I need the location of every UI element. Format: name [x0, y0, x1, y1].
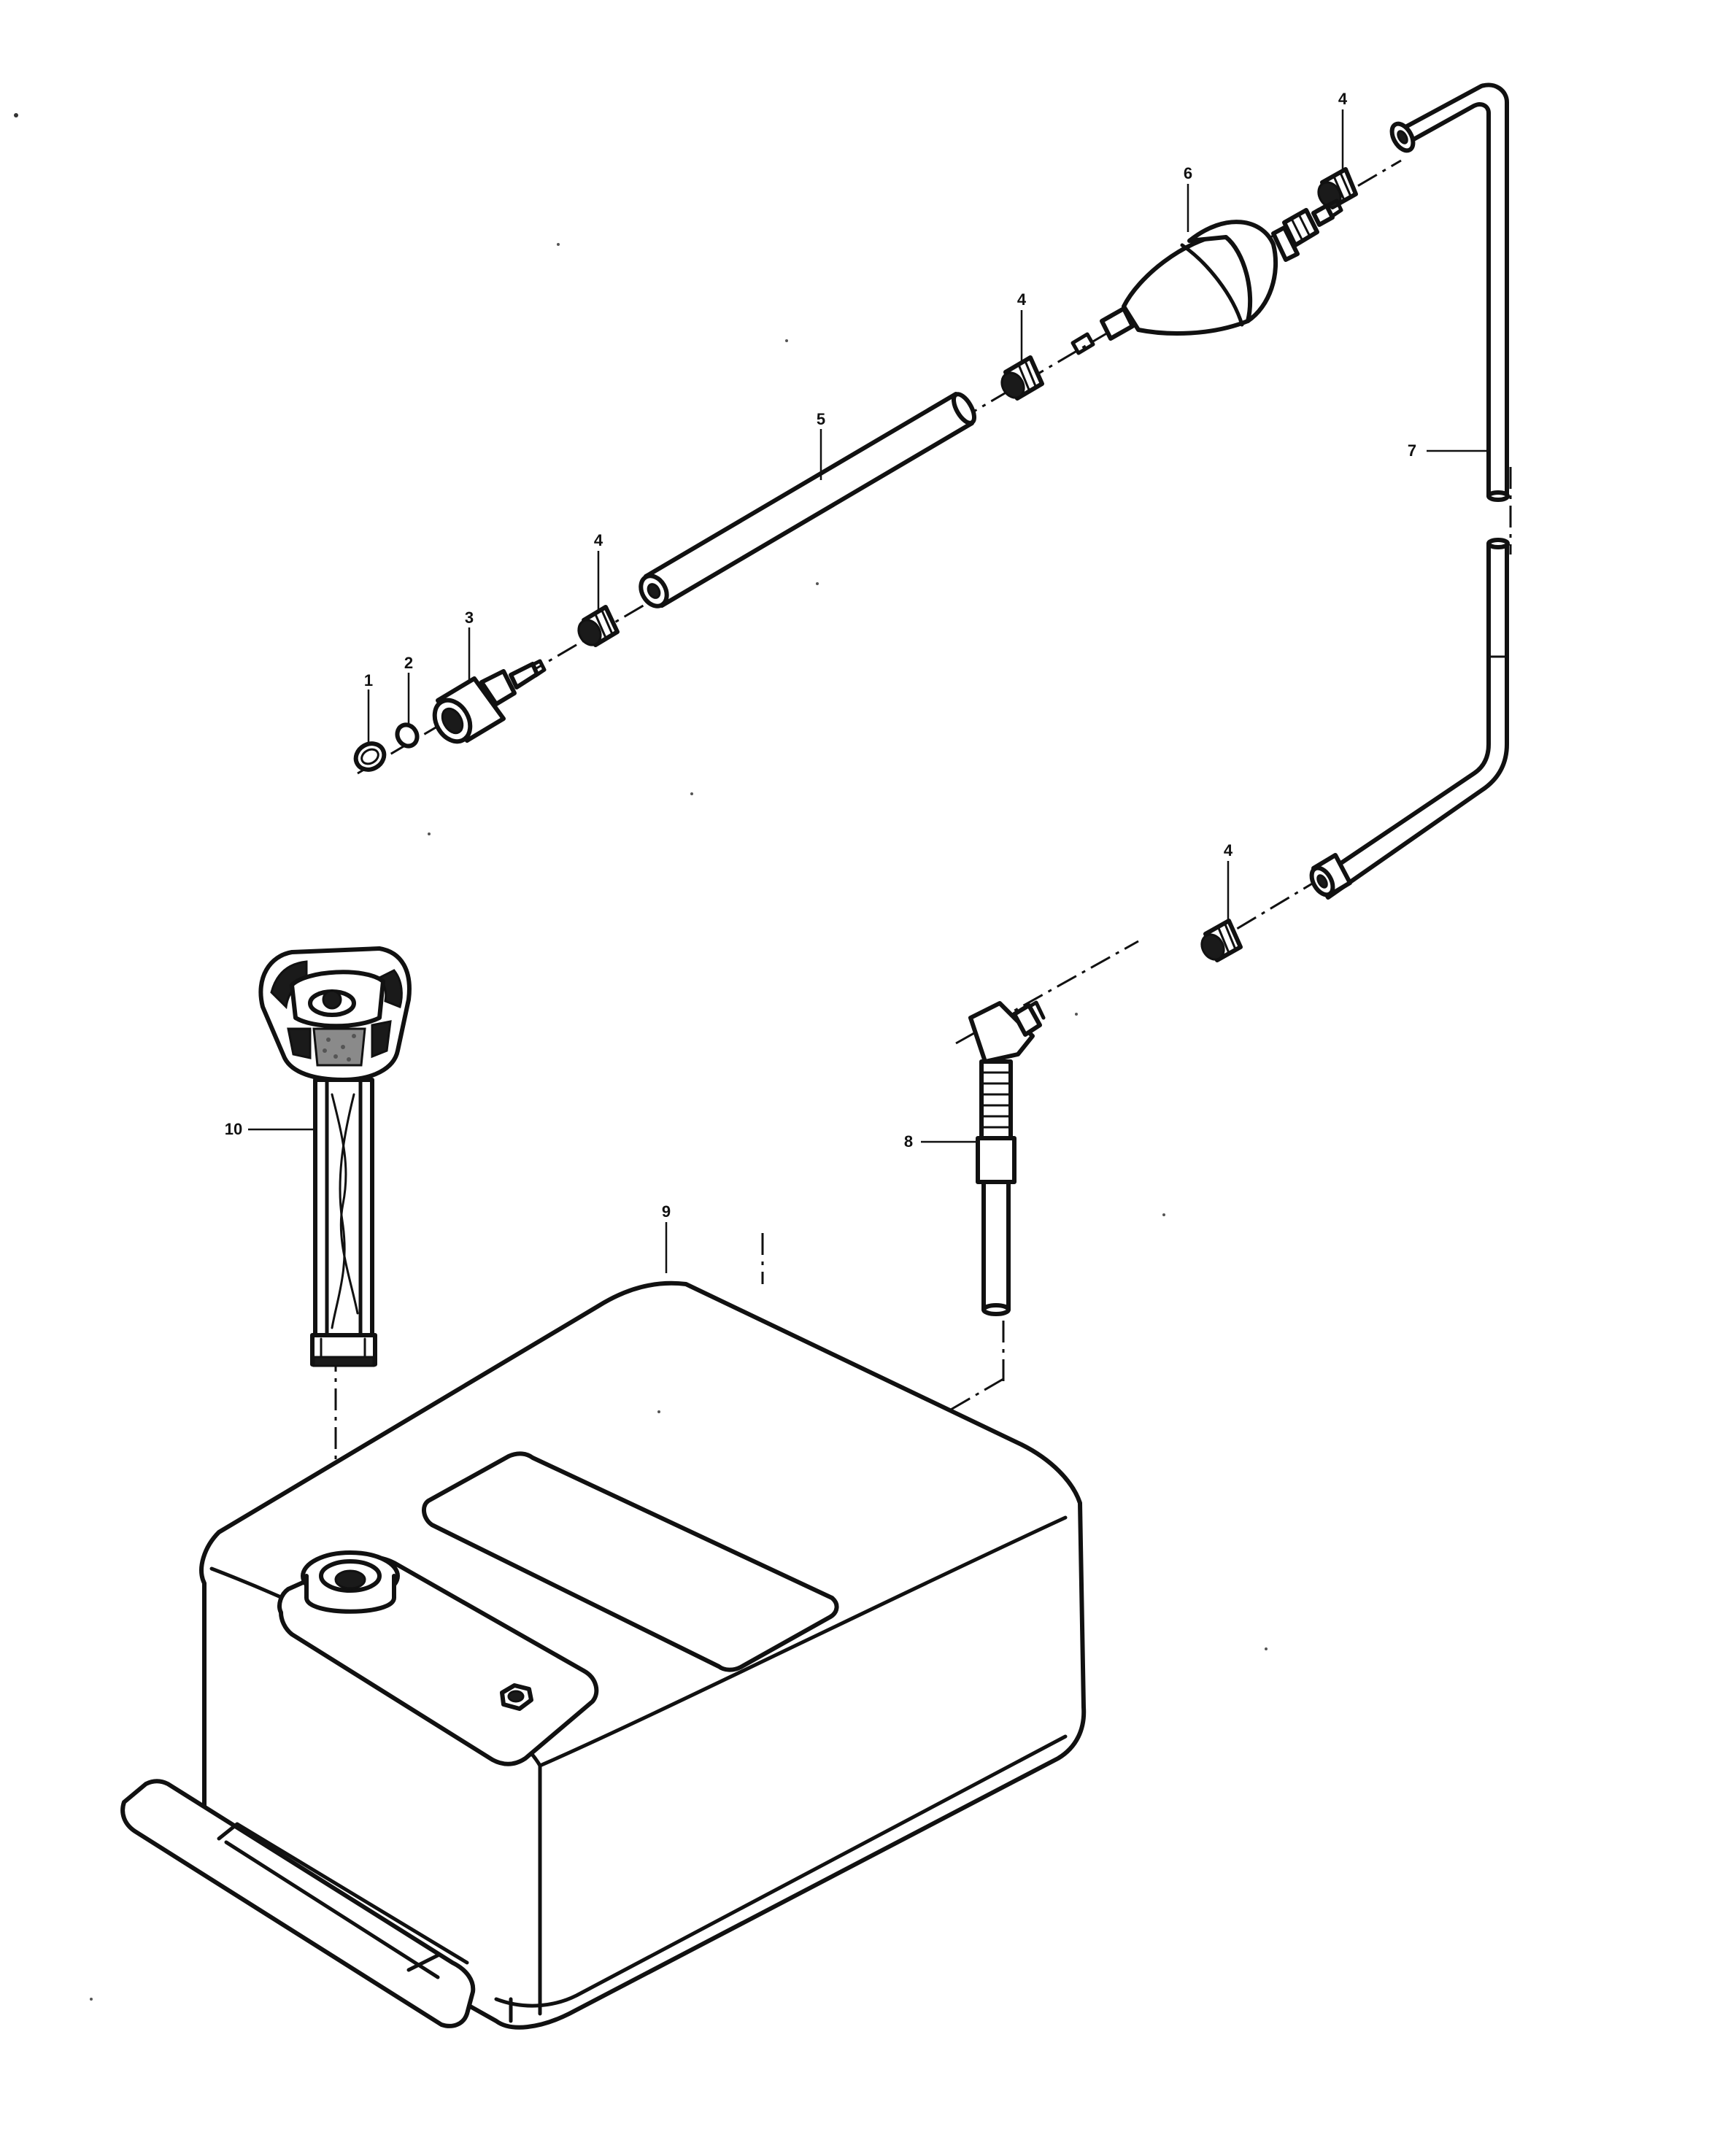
fuel-pickup-elbow-part: [968, 1000, 1046, 1316]
bent-fuel-hose-part: [1309, 82, 1510, 900]
callout-8: 8: [904, 1132, 978, 1151]
callout-label-7: 7: [1408, 441, 1416, 460]
callout-10: 10: [225, 1120, 314, 1138]
callout-2: 2: [404, 654, 413, 725]
callout-label-4-b: 4: [1017, 290, 1027, 309]
callout-label-4-c: 4: [1338, 90, 1348, 108]
primer-bulb-part: [1070, 198, 1343, 355]
callout-7: 7: [1408, 441, 1487, 460]
hose-clamp-fitting-a: [577, 605, 620, 647]
connector-part: [432, 659, 547, 744]
callout-4-d: 4: [1224, 841, 1233, 921]
callout-4-a: 4: [594, 531, 603, 611]
callout-label-4-a: 4: [594, 531, 603, 549]
washer-part: [395, 722, 420, 749]
callout-label-5: 5: [817, 410, 825, 428]
scan-specks: [14, 113, 1268, 2001]
fuel-gauge-part: [258, 946, 412, 1367]
callout-4-c: 4: [1338, 90, 1348, 171]
fuel-tank-part: [120, 1280, 1087, 2030]
callout-label-4-d: 4: [1224, 841, 1233, 859]
callout-label-8: 8: [904, 1132, 913, 1151]
callout-1: 1: [364, 671, 373, 744]
callout-9: 9: [662, 1202, 671, 1273]
hose-clamp-fitting-d: [1200, 919, 1243, 962]
callout-label-9: 9: [662, 1202, 671, 1221]
callout-5: 5: [817, 410, 825, 480]
callout-label-1: 1: [364, 671, 373, 689]
callout-label-6: 6: [1184, 164, 1192, 182]
callout-6: 6: [1184, 164, 1192, 232]
callout-3: 3: [465, 608, 474, 682]
o-ring-part: [353, 741, 387, 772]
callout-label-3: 3: [465, 608, 474, 627]
hose-clamp-fitting-c: [1317, 167, 1358, 209]
callout-4-b: 4: [1017, 290, 1027, 361]
hose-clamp-fitting-b: [1000, 355, 1044, 401]
fuel-hose-part: [639, 392, 976, 608]
callout-label-2: 2: [404, 654, 413, 672]
callout-label-10: 10: [225, 1120, 242, 1138]
